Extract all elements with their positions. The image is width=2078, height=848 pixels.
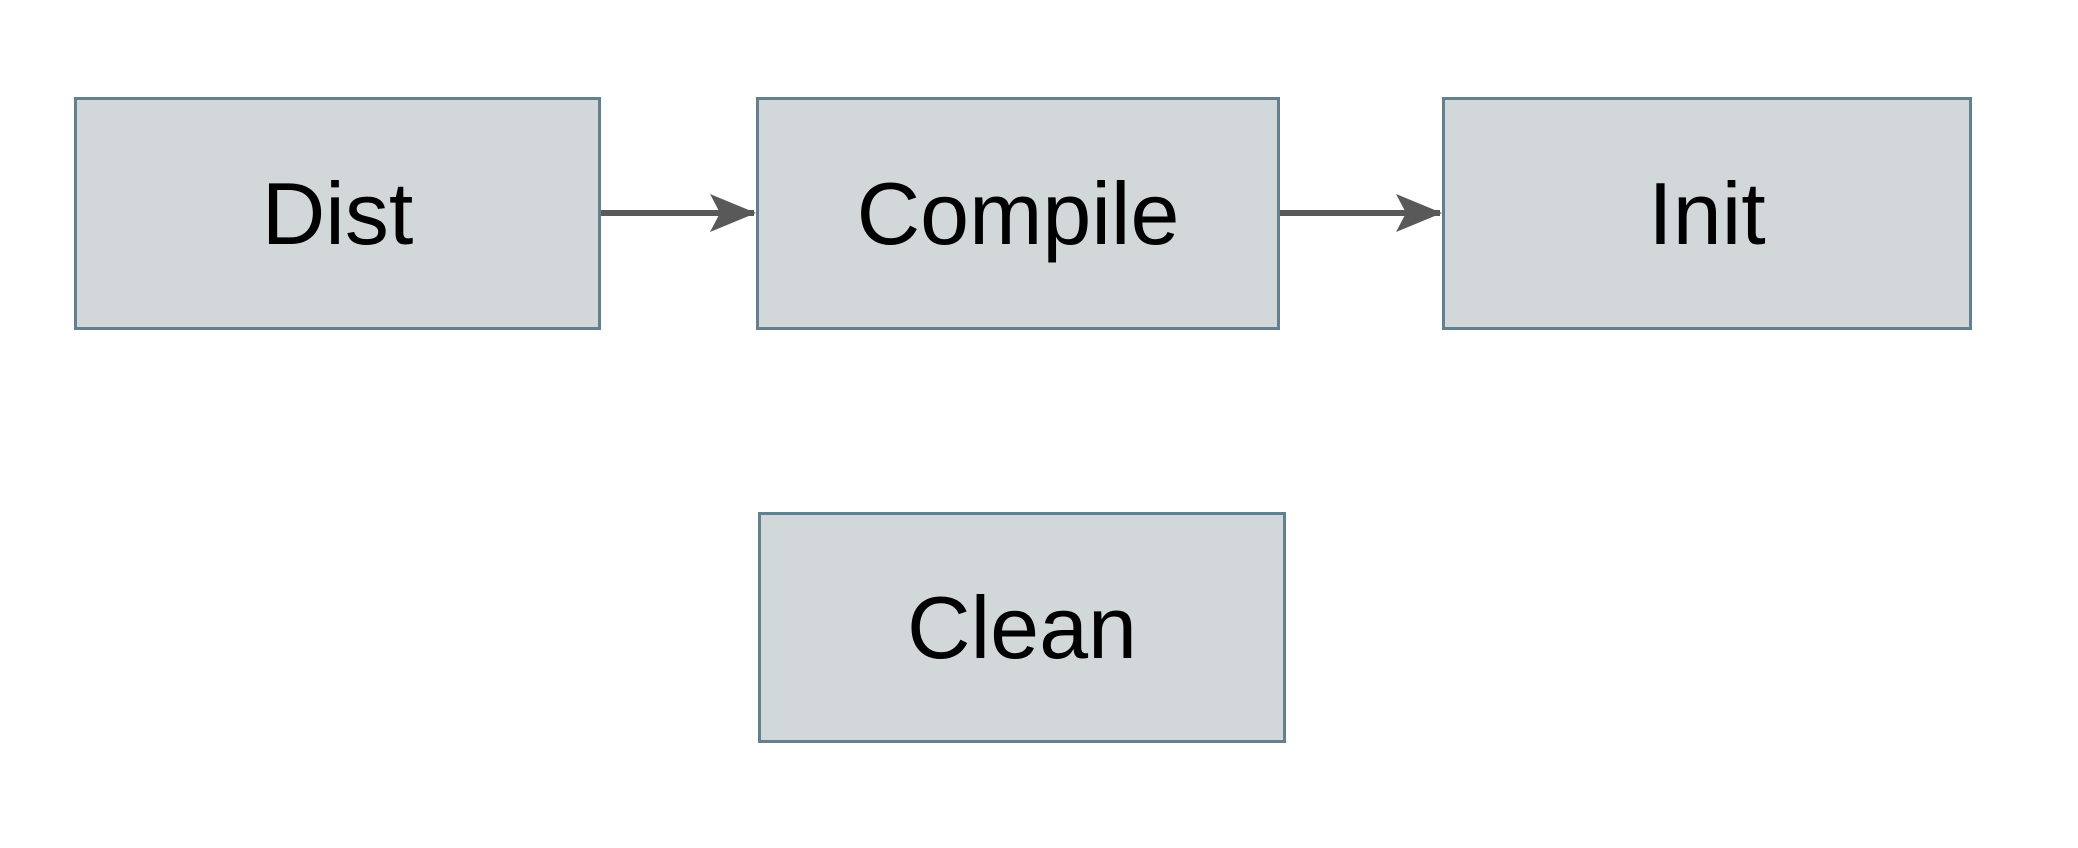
node-dist-label: Dist <box>261 163 414 263</box>
node-clean: Clean <box>758 512 1286 743</box>
node-clean-label: Clean <box>907 577 1137 677</box>
node-init: Init <box>1442 97 1972 330</box>
node-dist: Dist <box>74 97 601 330</box>
node-compile-label: Compile <box>856 163 1180 263</box>
node-compile: Compile <box>756 97 1280 330</box>
node-init-label: Init <box>1648 163 1766 263</box>
